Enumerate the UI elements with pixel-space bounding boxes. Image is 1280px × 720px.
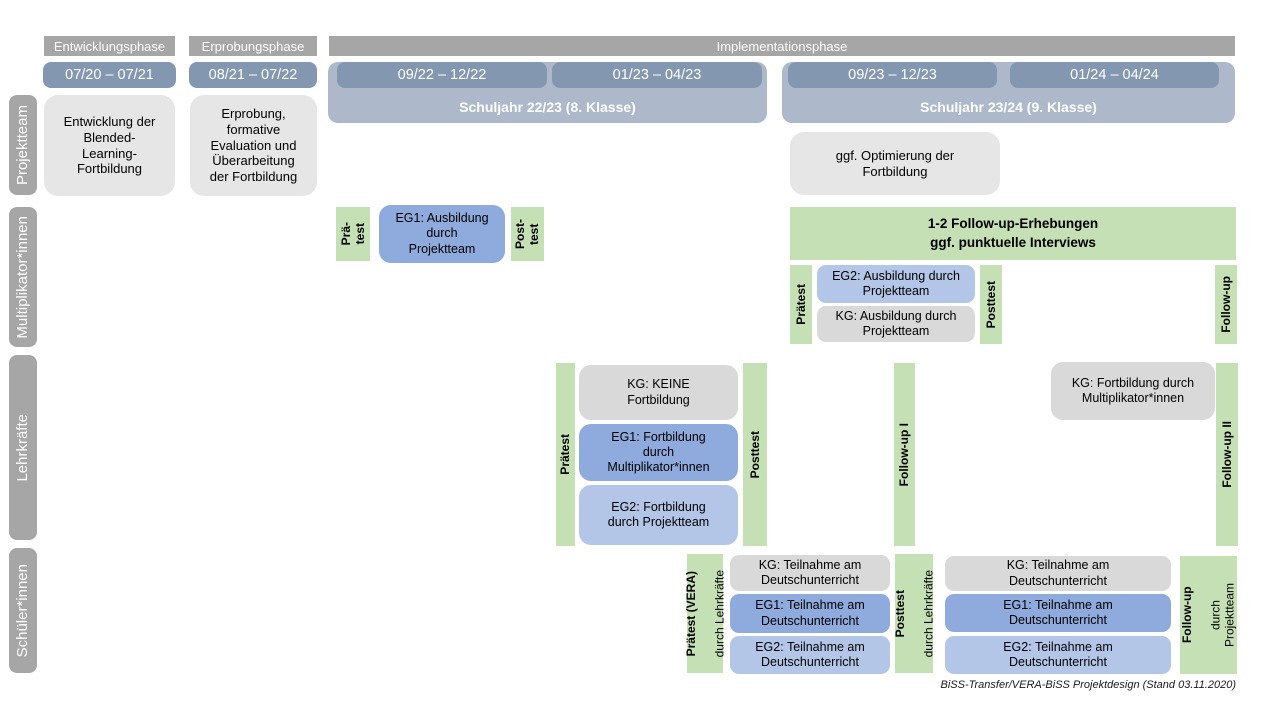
phase-bar-implementationsphase: Implementationsphase	[329, 36, 1235, 56]
bar-praetest-vera-sub: durch Lehrkräfte	[712, 569, 727, 658]
bar-posttest-schueler-main: Posttest	[892, 589, 907, 638]
bar-followup-schueler: Follow-up durch Projektteam	[1180, 556, 1237, 674]
box-entwicklung-fortbildung: Entwicklung der Blended- Learning- Fortb…	[44, 95, 175, 196]
bar-praetest-lehrkraefte-text: Prätest	[558, 434, 573, 475]
bar-praetest-vera-main: Prätest (VERA)	[683, 570, 698, 657]
date-bar-0821-0722: 08/21 – 07/22	[189, 62, 317, 88]
row-label-projektteam: Projektteam	[9, 95, 37, 195]
row-label-lehrkraefte-text: Lehrkräfte	[14, 413, 32, 482]
date-bar-0123-0423: 01/23 – 04/23	[552, 62, 762, 88]
row-label-projektteam-text: Projektteam	[14, 104, 32, 186]
bar-praetest-multiplikatoren-1: Prä- test	[336, 207, 370, 261]
bar-followup-2-lehrkraefte-text: Follow-up II	[1219, 421, 1234, 488]
box-kg-teilnahme-deutschunterricht-2: KG: Teilnahme am Deutschunterricht	[945, 556, 1171, 591]
box-eg2-teilnahme-deutschunterricht-2: EG2: Teilnahme am Deutschunterricht	[945, 636, 1171, 674]
phase-bar-erprobungsphase: Erprobungsphase	[189, 36, 317, 56]
bar-posttest-lehrkraefte: Posttest	[743, 363, 767, 546]
phase-bar-entwicklungsphase: Entwicklungsphase	[44, 36, 175, 56]
box-eg2-fortbildung-projektteam: EG2: Fortbildung durch Projektteam	[579, 485, 738, 545]
box-eg2-ausbildung-projektteam: EG2: Ausbildung durch Projektteam	[817, 265, 975, 303]
footer-caption: BiSS-Transfer/VERA-BiSS Projektdesign (S…	[940, 679, 1236, 691]
bar-followup-1-lehrkraefte: Follow-up I	[894, 363, 915, 546]
date-bar-0720-0721: 07/20 – 07/21	[43, 62, 176, 88]
bar-followup-2-lehrkraefte: Follow-up II	[1216, 363, 1238, 546]
box-kg-fortbildung-multiplikatoren: KG: Fortbildung durch Multiplikator*inne…	[1051, 362, 1215, 420]
bar-followup-schueler-text: Follow-up durch Projektteam	[1166, 583, 1251, 647]
box-eg1-teilnahme-deutschunterricht-2: EG1: Teilnahme am Deutschunterricht	[945, 594, 1171, 632]
bar-posttest-multiplikatoren-1: Post- test	[511, 207, 544, 261]
bar-praetest-multiplikatoren-1-text: Prä- test	[338, 222, 367, 246]
row-label-lehrkraefte: Lehrkräfte	[9, 355, 37, 540]
box-eg1-ausbildung-projektteam: EG1: Ausbildung durch Projektteam	[379, 205, 505, 263]
box-erprobung-evaluation: Erprobung, formative Evaluation und Über…	[190, 95, 317, 196]
bar-posttest-multiplikatoren-2-text: Posttest	[983, 280, 998, 329]
bar-posttest-schueler-text: Posttest durch Lehrkräfte	[879, 570, 950, 657]
box-kg-ausbildung-projektteam: KG: Ausbildung durch Projektteam	[817, 306, 975, 342]
date-bar-0922-1222: 09/22 – 12/22	[337, 62, 547, 88]
row-label-multiplikatorinnen: Multiplikator*innen	[9, 207, 37, 347]
box-kg-teilnahme-deutschunterricht-1: KG: Teilnahme am Deutschunterricht	[730, 555, 890, 591]
bar-followup-schueler-main: Follow-up	[1180, 586, 1195, 644]
date-bar-0124-0424: 01/24 – 04/24	[1010, 62, 1219, 88]
bar-praetest-lehrkraefte: Prätest	[556, 363, 575, 546]
row-label-schuelerinnen: Schüler*innen	[9, 548, 37, 673]
bar-posttest-schueler-sub: durch Lehrkräfte	[921, 569, 936, 658]
bar-posttest-schueler: Posttest durch Lehrkräfte	[893, 554, 935, 673]
bar-praetest-vera-schueler: Prätest (VERA) durch Lehrkräfte	[683, 554, 727, 673]
bar-posttest-multiplikatoren-2: Posttest	[980, 265, 1002, 344]
row-label-schuelerinnen-text: Schüler*innen	[14, 563, 32, 658]
date-bar-0923-1223: 09/23 – 12/23	[788, 62, 997, 88]
bar-praetest-multiplikatoren-2-text: Prätest	[793, 284, 808, 325]
bar-praetest-multiplikatoren-2: Prätest	[790, 265, 812, 344]
bar-posttest-multiplikatoren-1-text: Post- test	[513, 219, 542, 249]
box-followup-erhebungen: 1-2 Follow-up-Erhebungen ggf. punktuelle…	[790, 207, 1236, 260]
bar-followup-schueler-sub: durch Projektteam	[1208, 582, 1237, 648]
box-kg-keine-fortbildung: KG: KEINE Fortbildung	[579, 365, 738, 420]
box-eg1-teilnahme-deutschunterricht-1: EG1: Teilnahme am Deutschunterricht	[730, 594, 890, 633]
box-eg2-teilnahme-deutschunterricht-1: EG2: Teilnahme am Deutschunterricht	[730, 636, 890, 674]
bar-posttest-lehrkraefte-text: Posttest	[747, 430, 762, 479]
row-label-multiplikatorinnen-text: Multiplikator*innen	[14, 215, 32, 339]
bar-followup-multiplikatoren-text: Follow-up	[1218, 276, 1233, 333]
box-optimierung-fortbildung: ggf. Optimierung der Fortbildung	[790, 132, 1000, 195]
bar-followup-multiplikatoren: Follow-up	[1215, 265, 1237, 344]
box-eg1-fortbildung-multiplikatoren: EG1: Fortbildung durch Multiplikator*inn…	[579, 424, 738, 481]
bar-followup-1-lehrkraefte-text: Follow-up I	[897, 422, 912, 487]
